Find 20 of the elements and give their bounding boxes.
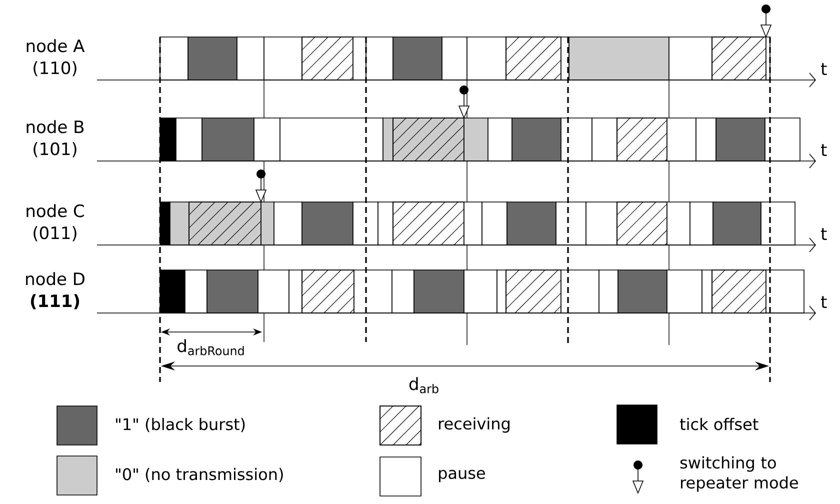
row-label: (111): [30, 294, 80, 310]
legend-label: switching to repeater mode: [680, 456, 798, 492]
dimension-label: d$_{arb}$: [409, 377, 438, 394]
legend-label: pause: [439, 470, 485, 482]
row-label: node A: [26, 39, 85, 52]
row-label: (011): [34, 226, 76, 242]
row-label: (110): [34, 61, 76, 76]
row-label: node D: [26, 272, 84, 286]
axis-label: t: [821, 63, 827, 75]
dimension-label: d$_{arbRound}$: [178, 339, 244, 356]
legend-label: tick offset: [680, 418, 758, 430]
legend-label: receiving: [439, 417, 510, 433]
axis-label: t: [821, 296, 827, 308]
legend-label: "1" (black burst): [116, 418, 245, 432]
axis-label: t: [821, 144, 827, 156]
legend-label: "0" (no transmission): [116, 468, 283, 482]
row-label: (101): [34, 142, 76, 158]
row-label: node B: [26, 120, 84, 134]
axis-label: t: [821, 228, 827, 240]
row-label: node C: [26, 204, 84, 218]
